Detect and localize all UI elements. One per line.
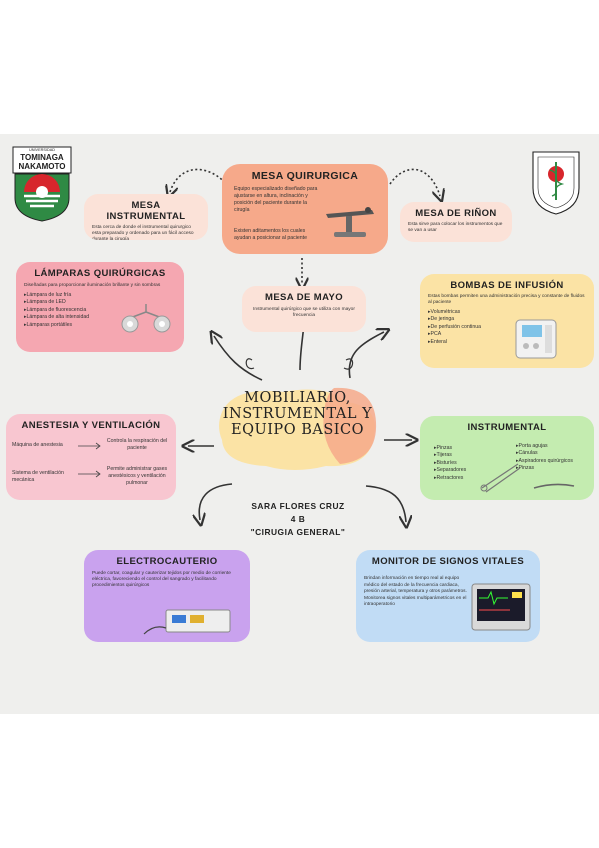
anestesia-right2: Permite administrar gases anestésicos y … xyxy=(106,466,168,486)
mesa-rinon-text: Esta sirve para colocar los instrumentos… xyxy=(408,222,503,233)
electrocautery-unit-icon xyxy=(143,609,231,635)
arrow-to-mesa-instrumental xyxy=(170,168,229,192)
logo-line1: TOMINAGA xyxy=(20,153,64,162)
mesa-rinon-title: MESA DE RIÑON xyxy=(415,208,497,219)
instrumental-col2: Porta agujas Cánulas Aspiradores quirúrg… xyxy=(516,443,574,473)
list-item: Enteral xyxy=(428,339,586,346)
vital-signs-monitor-icon xyxy=(471,583,531,631)
logo-top-text: UNIVERSIDAD xyxy=(29,148,55,152)
author-subject: "CIRUGIA GENERAL" xyxy=(250,527,346,537)
electrocauterio-title: ELECTROCAUTERIO xyxy=(116,556,218,567)
list-item: Aspiradores quirúrgicos xyxy=(516,458,574,465)
lamparas-list: Lámpara de luz fría Lámpara de LED Lámpa… xyxy=(24,292,176,329)
author-group: 4 B xyxy=(290,514,306,524)
author-name: SARA FLORES CRUZ xyxy=(251,501,345,511)
faculty-seal-right xyxy=(530,148,582,216)
caduceus-seal-icon xyxy=(532,151,580,215)
university-shield-icon xyxy=(12,146,72,222)
monitor-card: MONITOR DE SIGNOS VITALES Brindan inform… xyxy=(356,550,540,642)
arrow-to-mesa-rinon xyxy=(389,168,440,196)
infusion-pump-icon xyxy=(515,319,557,359)
list-item: Lámpara de alta intensidad xyxy=(24,314,176,321)
university-logo-left: UNIVERSIDAD TOMINAGA NAKAMOTO xyxy=(12,146,72,222)
lamparas-card: LÁMPARAS QUIRÚRGICAS Diseñadas para prop… xyxy=(16,262,184,352)
list-item: Bisturíes xyxy=(434,460,466,467)
center-title: MOBILIARIO, INSTRUMENTAL Y EQUIPO BASICO xyxy=(220,390,375,438)
connector-arrows xyxy=(0,168,599,714)
mesa-mayo-title: MESA DE MAYO xyxy=(265,292,343,303)
list-item: Lámpara de LED xyxy=(24,299,176,306)
center-title-line2: INSTRUMENTAL Y xyxy=(222,406,373,422)
author-block: SARA FLORES CRUZ 4 B "CIRUGIA GENERAL" xyxy=(228,500,368,539)
lamparas-title: LÁMPARAS QUIRÚRGICAS xyxy=(34,268,166,279)
anestesia-left2: Sistema de ventilación mecánica xyxy=(12,470,64,483)
list-item: Pinzas xyxy=(516,465,573,472)
anestesia-card: ANESTESIA Y VENTILACIÓN Máquina de anest… xyxy=(6,414,176,500)
mesa-quirurgica-card: MESA QUIRURGICA Equipo especializado dis… xyxy=(222,164,388,254)
instrumental-title: INSTRUMENTAL xyxy=(467,422,547,433)
monitor-title: MONITOR DE SIGNOS VITALES xyxy=(371,556,525,567)
mesa-quirurgica-text1: Equipo especializado diseñado para ajust… xyxy=(234,186,318,213)
list-item: De jeringa xyxy=(428,316,586,323)
instrumental-col1: Pinzas Tijeras Bisturíes Separadores Ret… xyxy=(434,445,467,482)
list-item: Tijeras xyxy=(434,452,466,459)
list-item: Retractores xyxy=(434,475,466,482)
surgical-instruments-icon xyxy=(480,463,575,493)
lamparas-text: Diseñadas para proporcionar iluminación … xyxy=(24,283,161,288)
mesa-instrumental-card: MESA INSTRUMENTAL Esta cerca de donde el… xyxy=(84,194,208,240)
list-item: Pinzas xyxy=(434,445,466,452)
list-item: Cánulas xyxy=(516,450,573,457)
anestesia-connector-arrows xyxy=(78,442,101,478)
list-item: Lámpara de luz fría xyxy=(24,292,176,299)
center-blob-shape xyxy=(219,387,377,470)
list-item: PCA xyxy=(428,331,586,338)
arrow-to-bombas xyxy=(348,332,384,379)
mind-map-canvas: UNIVERSIDAD TOMINAGA NAKAMOTO MESA QUIRU… xyxy=(0,134,599,714)
arrow-curl-2 xyxy=(245,358,255,370)
instrumental-card: INSTRUMENTAL Pinzas Tijeras Bisturíes Se… xyxy=(420,416,594,500)
bombas-title: BOMBAS DE INFUSIÓN xyxy=(450,280,564,291)
list-item: Lámparas portátiles xyxy=(24,322,176,329)
logo-line2: NAKAMOTO xyxy=(18,162,66,171)
mesa-instrumental-text: Esta cerca de donde el instrumental quir… xyxy=(92,225,194,240)
center-title-line1: MOBILIARIO, xyxy=(244,390,351,406)
list-item: Volumétricas xyxy=(428,309,586,316)
arrow-curl xyxy=(343,358,354,370)
anestesia-title: ANESTESIA Y VENTILACIÓN xyxy=(21,420,161,431)
mesa-mayo-card: MESA DE MAYO Instrumental quirúrgico que… xyxy=(242,286,366,332)
bombas-list: Volumétricas De jeringa De perfusión con… xyxy=(428,309,586,346)
bombas-card: BOMBAS DE INFUSIÓN Estas bombas permiten… xyxy=(420,274,594,368)
list-item: De perfusión continua xyxy=(428,324,586,331)
monitor-text: Brindan información en tiempo real al eq… xyxy=(364,576,467,608)
mesa-rinon-card: MESA DE RIÑON Esta sirve para colocar lo… xyxy=(400,202,512,242)
bombas-text: Estas bombas permiten una administración… xyxy=(428,294,585,305)
anestesia-right1: Controla la respiración del paciente xyxy=(106,438,168,451)
electrocauterio-text: Puede cortar, coagular y cauterizar teji… xyxy=(92,571,231,589)
arrow-to-electrocauterio xyxy=(199,483,233,520)
surgical-table-icon xyxy=(326,207,374,237)
center-title-line3: EQUIPO BASICO xyxy=(231,422,364,438)
mesa-mayo-text: Instrumental quirúrgico que se utiliza c… xyxy=(253,307,355,318)
mesa-quirurgica-text2: Existen aditamentos los cuales ayudan a … xyxy=(234,228,307,241)
anestesia-left1: Máquina de anestesia xyxy=(12,442,63,448)
mesa-quirurgica-title: MESA QUIRURGICA xyxy=(251,170,359,182)
electrocauterio-card: ELECTROCAUTERIO Puede cortar, coagular y… xyxy=(84,550,250,642)
arrow-to-monitor xyxy=(365,485,406,522)
mesa-instrumental-title: MESA INSTRUMENTAL xyxy=(106,200,186,222)
list-item: Porta agujas xyxy=(516,443,573,450)
arrow-to-lamparas xyxy=(214,336,263,381)
list-item: Lámpara de fluorescencia xyxy=(24,307,176,314)
list-item: Separadores xyxy=(434,467,467,474)
surgical-lamp-icon xyxy=(121,304,171,333)
